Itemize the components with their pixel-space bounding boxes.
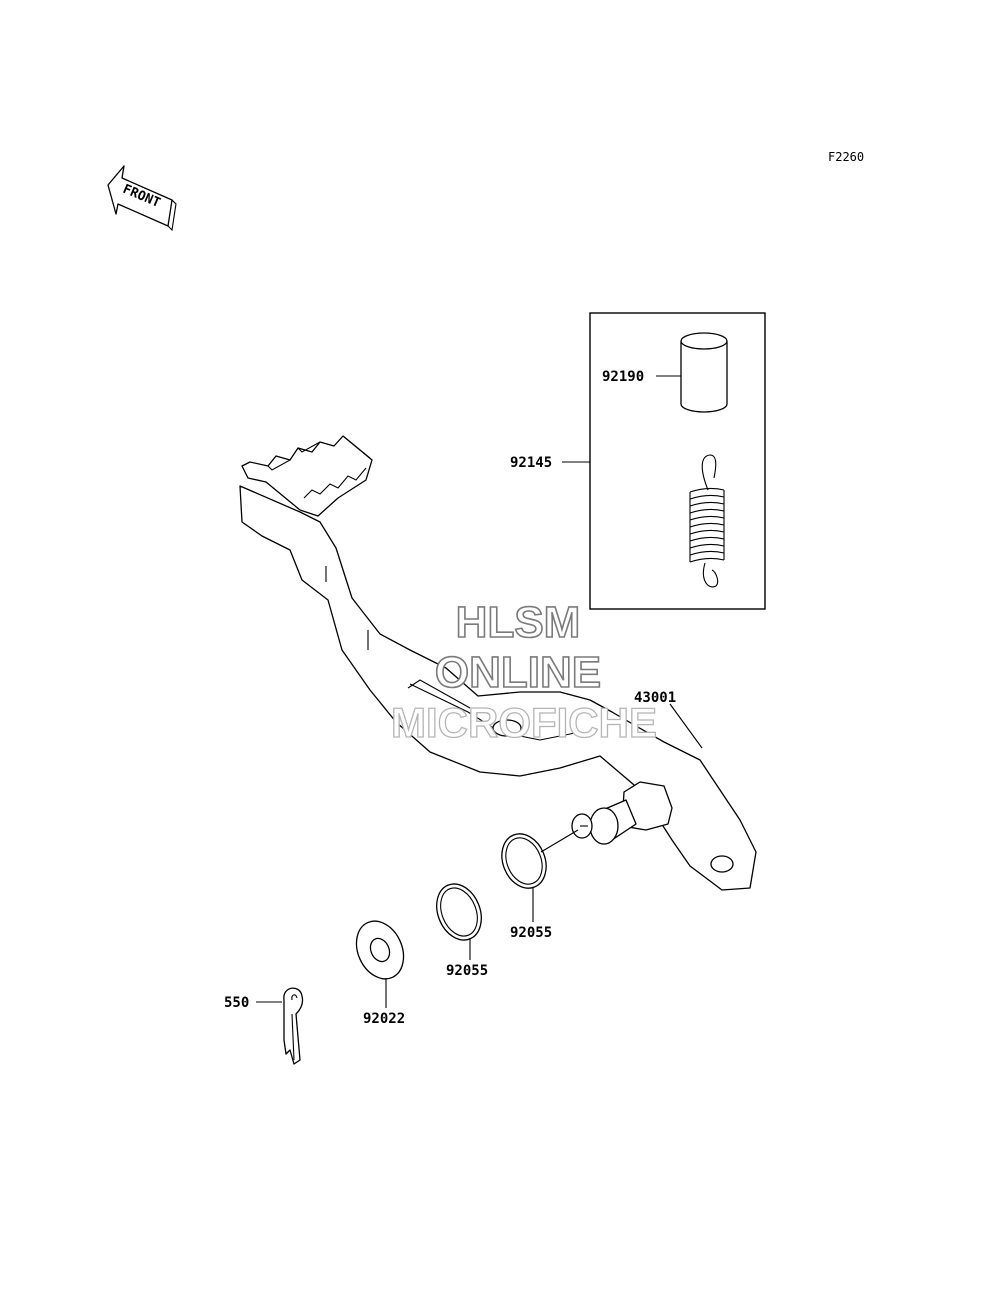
front-arrow-icon: FRONT <box>107 165 177 232</box>
part-label-92055-inner[interactable]: 92055 <box>510 925 552 941</box>
watermark-line3: MICROFICHE <box>391 699 657 746</box>
part-label-92022[interactable]: 92022 <box>363 1011 405 1027</box>
brake-pedal-part <box>239 435 757 891</box>
watermark: HLSM ONLINE MICROFICHE <box>390 597 657 746</box>
part-label-43001[interactable]: 43001 <box>634 690 676 706</box>
part-label-550[interactable]: 550 <box>224 995 249 1011</box>
collar-part <box>680 332 728 413</box>
part-label-92145[interactable]: 92145 <box>510 455 552 471</box>
spring-kit-box <box>589 312 766 610</box>
watermark-line1: HLSM <box>456 598 581 647</box>
part-label-92190[interactable]: 92190 <box>602 369 644 385</box>
figure-ref: F2260 <box>828 150 864 164</box>
washer-part <box>355 920 405 980</box>
o-ring-outer-part <box>436 883 482 941</box>
o-ring-inner-part <box>501 833 547 889</box>
spring-part <box>689 454 725 588</box>
watermark-line2: ONLINE <box>435 648 601 697</box>
cotter-pin-part <box>283 987 304 1065</box>
part-label-92055-outer[interactable]: 92055 <box>446 963 488 979</box>
